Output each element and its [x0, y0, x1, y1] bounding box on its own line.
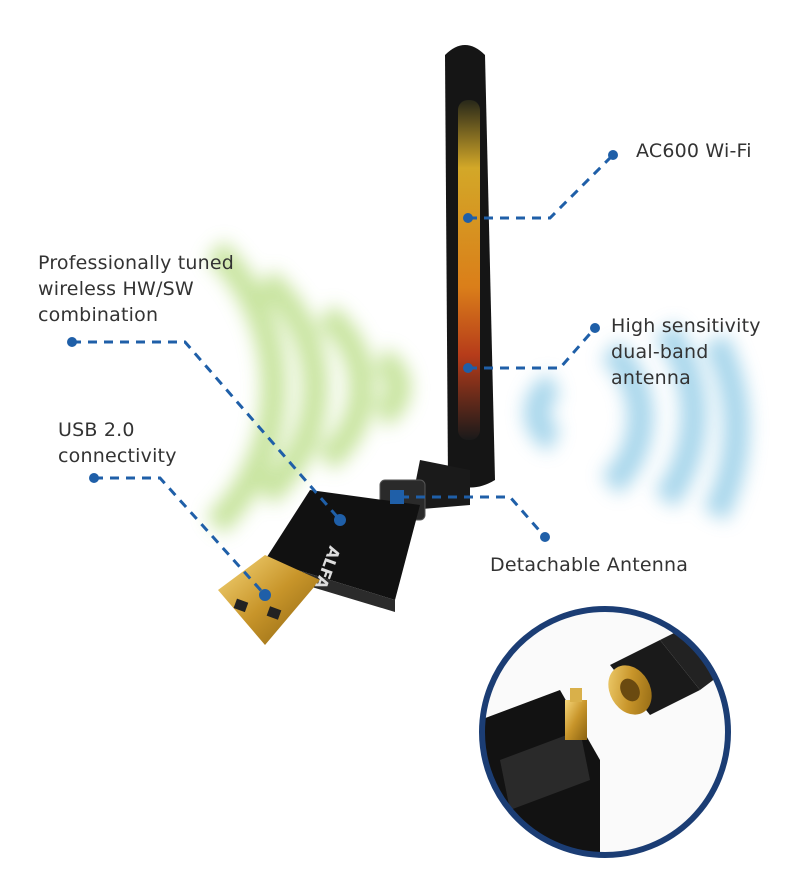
callout-lines	[72, 153, 615, 597]
callout-sensitivity-line2: dual-band	[611, 341, 709, 363]
callout-dot	[89, 473, 99, 483]
callout-tuned-line3: combination	[38, 304, 159, 326]
callout-sensitivity-line1: High sensitivity	[611, 315, 761, 337]
callout-usb-line1: USB 2.0	[58, 419, 135, 441]
callout-detachable: Detachable Antenna	[490, 554, 689, 576]
wifi-waves-blue	[524, 322, 750, 521]
callout-dot	[463, 363, 473, 373]
callout-tuned-line1: Professionally tuned	[38, 252, 235, 274]
callout-dots	[67, 150, 618, 601]
callout-dot	[608, 150, 618, 160]
callout-dot	[67, 337, 77, 347]
callout-sensitivity-line3: antenna	[611, 367, 691, 389]
callout-dot	[259, 589, 271, 601]
usb-dongle: ALFA	[218, 490, 420, 645]
callout-usb: USB 2.0 connectivity	[58, 417, 177, 469]
callout-tuned-line2: wireless HW/SW	[38, 278, 194, 300]
callout-dot	[590, 323, 600, 333]
callout-sensitivity: High sensitivity dual-band antenna	[611, 313, 761, 391]
callout-dot	[334, 514, 346, 526]
callout-tuned: Professionally tuned wireless HW/SW comb…	[38, 250, 234, 328]
callout-dot	[390, 490, 404, 504]
callout-dot	[540, 532, 550, 542]
callout-usb-line2: connectivity	[58, 445, 177, 467]
antenna	[379, 45, 495, 521]
callout-dot	[463, 213, 473, 223]
callout-ac600: AC600 Wi-Fi	[636, 140, 752, 162]
connector-inset	[479, 606, 731, 858]
wifi-waves-green	[205, 240, 411, 535]
